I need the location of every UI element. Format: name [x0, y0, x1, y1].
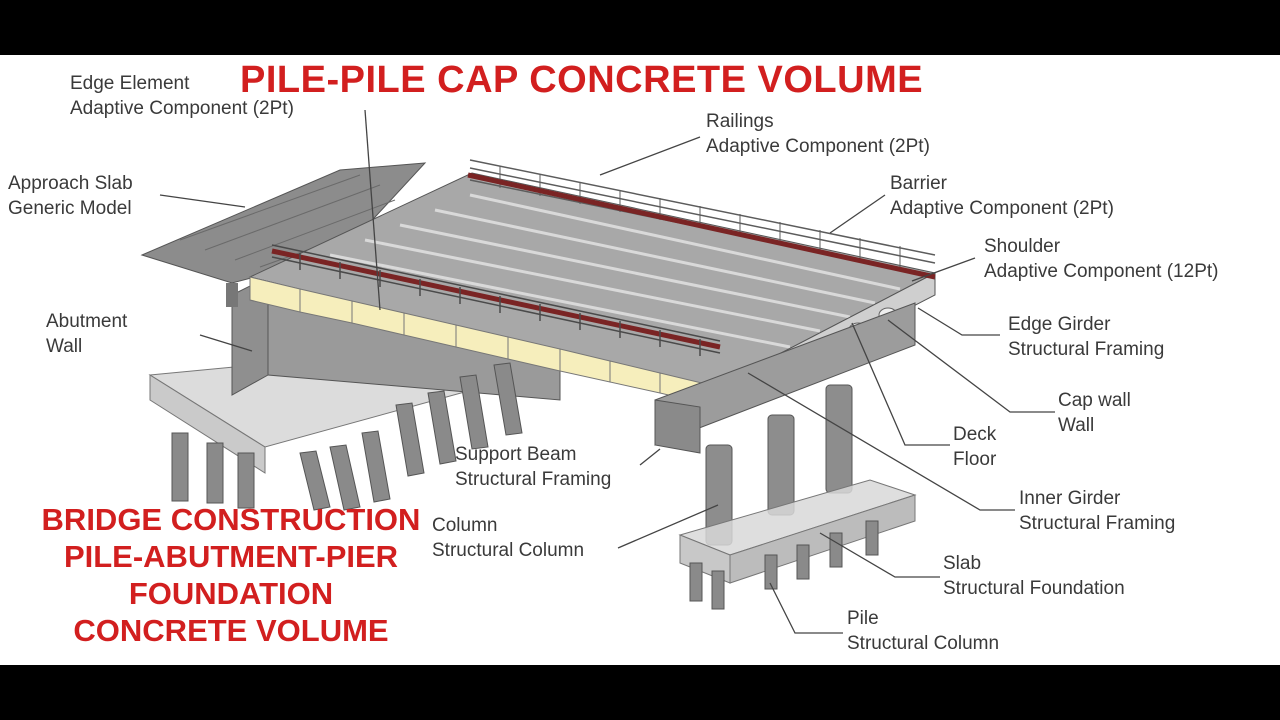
label-barrier: Barrier Adaptive Component (2Pt) [890, 171, 1114, 221]
label-approach-slab: Approach Slab Generic Model [8, 171, 133, 221]
label-edge-girder-name: Edge Girder [1008, 314, 1111, 335]
label-deck: Deck Floor [953, 422, 996, 472]
leader-slab [819, 532, 940, 578]
label-approach-slab-type: Generic Model [8, 198, 132, 219]
railing-front-posts [299, 253, 701, 356]
bridge-structure [140, 159, 937, 610]
label-barrier-name: Barrier [890, 173, 948, 194]
label-inner-girder-type: Structural Framing [1019, 513, 1176, 534]
abutment-cap-block [226, 283, 238, 307]
abutment-pile-cap-front [149, 374, 266, 474]
label-pile-name: Pile [847, 608, 879, 629]
label-railings-type: Adaptive Component (2Pt) [706, 136, 930, 157]
main-title: PILE-PILE CAP CONCRETE VOLUME [240, 59, 924, 101]
leader-support-beam [639, 448, 661, 466]
pier-piles [689, 520, 879, 610]
leader-column [617, 504, 719, 549]
abutment-piles [171, 362, 523, 511]
diagram-canvas: PILE-PILE CAP CONCRETE VOLUME BRIDGE CON… [0, 55, 1280, 665]
label-deck-type: Floor [953, 449, 997, 470]
label-slab-type: Structural Foundation [943, 578, 1125, 599]
label-cap-wall: Cap wall Wall [1058, 388, 1131, 438]
label-shoulder: Shoulder Adaptive Component (12Pt) [984, 234, 1218, 284]
label-pile: Pile Structural Column [847, 606, 999, 656]
label-railings: Railings Adaptive Component (2Pt) [706, 109, 930, 159]
side-title-line: BRIDGE CONSTRUCTION [41, 502, 421, 537]
label-inner-girder-name: Inner Girder [1019, 488, 1121, 509]
label-barrier-type: Adaptive Component (2Pt) [890, 198, 1114, 219]
label-column: Column Structural Column [432, 513, 584, 563]
label-support-beam: Support Beam Structural Framing [455, 442, 611, 492]
label-edge-element-name: Edge Element [70, 73, 190, 94]
bridge-diagram [140, 109, 1055, 634]
leader-railings [599, 136, 701, 176]
leader-approach-slab [159, 194, 246, 208]
deck-cap-panels [249, 276, 711, 406]
label-shoulder-name: Shoulder [984, 236, 1061, 257]
barrier-back [467, 172, 936, 280]
label-support-beam-name: Support Beam [455, 444, 577, 465]
label-edge-girder: Edge Girder Structural Framing [1008, 312, 1164, 362]
label-abutment-wall-name: Abutment [46, 311, 128, 332]
deck-girder-lines [329, 193, 901, 349]
label-abutment-wall-type: Wall [46, 336, 83, 357]
side-title-line: CONCRETE VOLUME [73, 613, 389, 648]
leader-cap-wall [887, 319, 1055, 413]
approach-slab [140, 162, 427, 284]
label-approach-slab-name: Approach Slab [8, 173, 133, 194]
label-pile-type: Structural Column [847, 633, 1000, 654]
side-title: BRIDGE CONSTRUCTION PILE-ABUTMENT-PIER F… [0, 501, 462, 649]
leader-deck [851, 322, 950, 446]
label-column-type: Structural Column [432, 540, 585, 561]
label-edge-girder-type: Structural Framing [1008, 339, 1165, 360]
pier-columns [705, 384, 853, 546]
side-title-line: FOUNDATION [128, 576, 334, 611]
label-railings-name: Railings [706, 111, 774, 132]
pier-cap-end [654, 399, 701, 454]
label-edge-element: Edge Element Adaptive Component (2Pt) [70, 71, 294, 121]
leader-shoulder [911, 257, 976, 282]
label-inner-girder: Inner Girder Structural Framing [1019, 486, 1175, 536]
leader-inner-girder [747, 372, 1015, 511]
leader-edge-element [364, 109, 381, 311]
label-shoulder-type: Adaptive Component (12Pt) [984, 261, 1219, 282]
leader-edge-girder [917, 307, 1000, 336]
railing-back-posts [499, 166, 901, 268]
label-column-name: Column [432, 515, 498, 536]
label-edge-element-type: Adaptive Component (2Pt) [70, 98, 294, 119]
label-deck-name: Deck [953, 424, 997, 445]
leader-pile [769, 582, 843, 634]
railing-front [271, 244, 721, 354]
label-slab-name: Slab [943, 553, 982, 574]
leader-barrier [829, 194, 886, 234]
label-cap-wall-type: Wall [1058, 415, 1095, 436]
leader-lines [159, 109, 1055, 634]
leader-abutment [199, 334, 253, 352]
label-support-beam-type: Structural Framing [455, 469, 612, 490]
label-cap-wall-name: Cap wall [1058, 390, 1131, 411]
label-abutment-wall: Abutment Wall [46, 309, 127, 359]
barrier-front [271, 248, 721, 350]
side-title-line: PILE-ABUTMENT-PIER [63, 539, 399, 574]
label-slab: Slab Structural Foundation [943, 551, 1125, 601]
